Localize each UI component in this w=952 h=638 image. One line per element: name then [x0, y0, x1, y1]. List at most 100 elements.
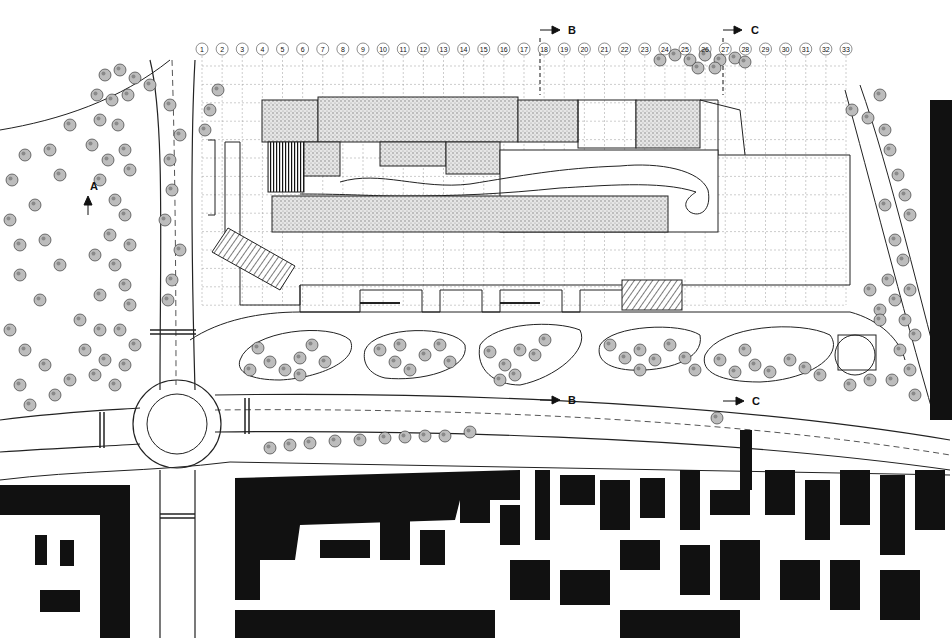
- tree-symbol: [264, 442, 276, 454]
- tree-shade: [607, 342, 611, 346]
- tree-shade: [97, 117, 101, 121]
- tree-symbol: [711, 412, 723, 424]
- tree-shade: [17, 382, 21, 386]
- tree-symbol: [419, 349, 431, 361]
- tree-shade: [867, 377, 871, 381]
- tree-shade: [692, 367, 696, 371]
- grid-bubble: [639, 43, 651, 55]
- tree-shade: [162, 217, 166, 221]
- tree-shade: [67, 377, 71, 381]
- tree-shade: [652, 357, 656, 361]
- tree-shade: [17, 242, 21, 246]
- tree-shade: [732, 369, 736, 373]
- grid-number: 19: [560, 46, 568, 53]
- tree-shade: [122, 147, 126, 151]
- tree-symbol: [374, 344, 386, 356]
- tree-symbol: [604, 339, 616, 351]
- tree-symbol: [14, 239, 26, 251]
- grid-bubble: [760, 43, 772, 55]
- tree-shade: [67, 122, 71, 126]
- tree-symbol: [74, 314, 86, 326]
- tree-shade: [332, 438, 336, 442]
- tree-shade: [207, 107, 211, 111]
- tree-symbol: [897, 254, 909, 266]
- tree-symbol: [104, 229, 116, 241]
- tree-shade: [102, 72, 106, 76]
- grid-bubble: [498, 43, 510, 55]
- tree-shade: [912, 392, 916, 396]
- grid-number: 17: [520, 46, 528, 53]
- tree-symbol: [689, 364, 701, 376]
- tree-symbol: [39, 234, 51, 246]
- tree-shade: [307, 440, 311, 444]
- grid-bubble: [478, 43, 490, 55]
- grid-bubble: [719, 43, 731, 55]
- tree-shade: [892, 297, 896, 301]
- tree-shade: [32, 202, 36, 206]
- grid-line: [363, 56, 364, 305]
- tree-symbol: [119, 144, 131, 156]
- tree-symbol: [306, 339, 318, 351]
- tree-shade: [877, 92, 881, 96]
- tree-shade: [912, 332, 916, 336]
- tree-symbol: [64, 119, 76, 131]
- tree-symbol: [86, 139, 98, 151]
- tree-symbol: [119, 209, 131, 221]
- grid-bubble: [800, 43, 812, 55]
- tree-shade: [682, 355, 686, 359]
- tree-shade: [637, 367, 641, 371]
- grid-bubble: [377, 43, 389, 55]
- tree-shade: [27, 402, 31, 406]
- tree-shade: [865, 115, 869, 119]
- tree-symbol: [864, 284, 876, 296]
- tree-symbol: [174, 244, 186, 256]
- tree-shade: [47, 147, 51, 151]
- tree-symbol: [294, 352, 306, 364]
- tree-symbol: [669, 49, 681, 61]
- tree-shade: [107, 232, 111, 236]
- grid-number: 13: [440, 46, 448, 53]
- grid-line: [805, 56, 806, 305]
- grid-number: 15: [480, 46, 488, 53]
- tree-shade: [117, 67, 121, 71]
- grid-number: 12: [419, 46, 427, 53]
- tree-symbol: [109, 379, 121, 391]
- tree-shade: [714, 415, 718, 419]
- grid-number: 14: [460, 46, 468, 53]
- tree-shade: [177, 247, 181, 251]
- tree-shade: [817, 372, 821, 376]
- tree-symbol: [394, 339, 406, 351]
- tree-symbol: [29, 199, 41, 211]
- grid-bubble: [840, 43, 852, 55]
- tree-symbol: [319, 356, 331, 368]
- tree-shade: [127, 302, 131, 306]
- tree-symbol: [6, 174, 18, 186]
- tree-symbol: [162, 294, 174, 306]
- tree-symbol: [874, 89, 886, 101]
- grid-bubble: [357, 43, 369, 55]
- tree-symbol: [799, 362, 811, 374]
- tree-symbol: [39, 359, 51, 371]
- tree-shade: [267, 359, 271, 363]
- tree-symbol: [14, 269, 26, 281]
- tree-shade: [97, 327, 101, 331]
- section-mark: A: [90, 181, 98, 192]
- tree-symbol: [634, 344, 646, 356]
- tree-shade: [122, 362, 126, 366]
- tree-shade: [742, 347, 746, 351]
- section-mark: B: [568, 395, 576, 406]
- grid-bubble: [397, 43, 409, 55]
- tree-symbol: [304, 437, 316, 449]
- tree-shade: [802, 365, 806, 369]
- tree-shade: [897, 347, 901, 351]
- tree-symbol: [129, 339, 141, 351]
- tree-symbol: [634, 364, 646, 376]
- grid-number: 16: [500, 46, 508, 53]
- grid-number: 29: [762, 46, 770, 53]
- tree-shade: [887, 147, 891, 151]
- tree-symbol: [729, 366, 741, 378]
- grid-line: [202, 84, 846, 85]
- tree-symbol: [114, 324, 126, 336]
- tree-shade: [82, 347, 86, 351]
- tree-shade: [132, 342, 136, 346]
